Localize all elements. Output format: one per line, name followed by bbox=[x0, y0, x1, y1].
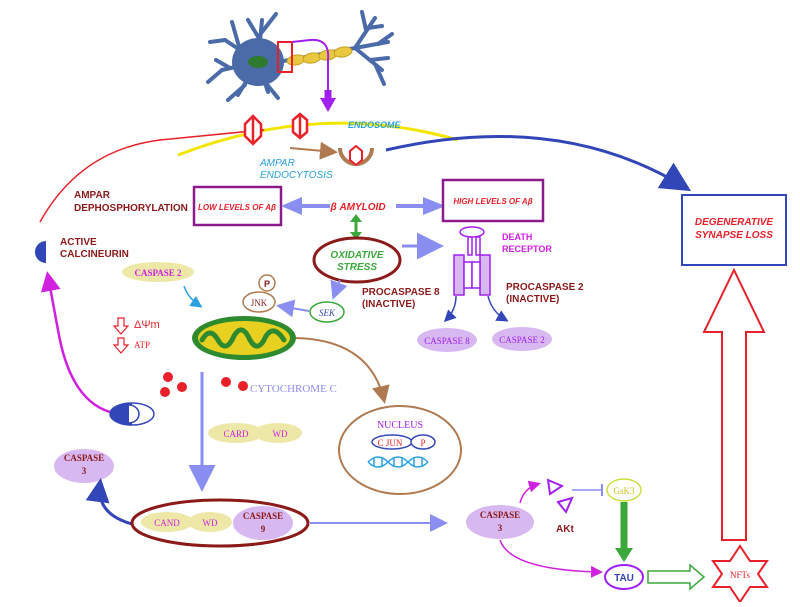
low-levels-box bbox=[192, 185, 283, 227]
caspase2-top-label: CASPASE 2 bbox=[134, 268, 182, 278]
nucleus-node bbox=[338, 405, 462, 495]
caspase9-node bbox=[233, 506, 293, 540]
sek-node bbox=[309, 301, 345, 323]
nucleus-p-label: P bbox=[420, 438, 425, 448]
atp-label: ATP bbox=[134, 340, 150, 350]
procaspase2-label-1: PROCASPASE 2 bbox=[506, 282, 584, 293]
procaspase2-label-2: (INACTIVE) bbox=[506, 294, 559, 305]
wd-node bbox=[254, 423, 302, 443]
sek-to-jnk-arrow bbox=[276, 299, 310, 318]
beta-amyloid-label: β AMYLOID bbox=[329, 202, 385, 213]
membrane bbox=[177, 121, 459, 157]
ampar-dephos-label-1: AMPAR bbox=[74, 190, 111, 201]
dephosphorylation-arrow bbox=[39, 124, 265, 223]
cytochrome-c-label: CYTOCHROME C bbox=[250, 383, 337, 395]
tau-to-nfts-arrow bbox=[647, 563, 706, 591]
caspase3-left-node bbox=[54, 449, 114, 483]
tau-label: TAU bbox=[614, 573, 634, 584]
procaspase8-arrow bbox=[443, 295, 457, 323]
caspase3-right-node bbox=[466, 505, 534, 539]
stress-to-sek-arrow bbox=[330, 279, 348, 300]
caspase3-left-label-1: CASPASE bbox=[64, 453, 104, 463]
endosome-label: ENDOSOME bbox=[348, 120, 402, 130]
tau-node bbox=[604, 564, 644, 590]
degenerative-label-1: DEGENERATIVE bbox=[695, 217, 773, 228]
gsk3-node bbox=[606, 478, 642, 502]
caspase2-label: CASPASE 2 bbox=[499, 335, 544, 345]
nfts-label: NFTs bbox=[730, 570, 750, 580]
endosome-icon bbox=[338, 144, 374, 167]
dna-icon bbox=[367, 456, 429, 468]
wd2-label: WD bbox=[203, 518, 218, 528]
arrow-to-low-levels bbox=[280, 196, 330, 216]
arrow-to-high-levels bbox=[396, 197, 446, 215]
oxidative-stress-node bbox=[312, 236, 402, 284]
procaspase2-arrow bbox=[487, 295, 509, 322]
caspase2-to-mito-arrow bbox=[183, 285, 203, 308]
cytochrome-dots bbox=[160, 372, 248, 397]
high-levels-label: HIGH LEVELS OF Aβ bbox=[453, 197, 532, 206]
card-node bbox=[208, 423, 264, 443]
caspase3-to-akt-arrow bbox=[519, 480, 541, 504]
down-arrow-icon bbox=[112, 337, 130, 354]
c-jun-label: C JUN bbox=[378, 438, 403, 448]
high-levels-box bbox=[441, 178, 545, 223]
low-levels-label: LOW LEVELS OF Aβ bbox=[198, 203, 276, 212]
apoptosome-to-caspase3-arrow bbox=[85, 478, 133, 526]
active-calcineurin-label-2: CALCINEURIN bbox=[60, 249, 129, 260]
akt-label: AKt bbox=[556, 524, 574, 535]
calcineurin-icon bbox=[109, 402, 155, 426]
gsk3-label: GsK3 bbox=[613, 486, 635, 496]
ampar-dephos-label-2: DEPHOSPHORYLATION bbox=[74, 203, 188, 214]
endocytosis-arrow bbox=[289, 141, 338, 160]
caspase2-top-node bbox=[122, 262, 194, 282]
p-node bbox=[258, 274, 276, 292]
mitochondrion-icon bbox=[192, 316, 296, 360]
ampar-receptor-icon bbox=[243, 112, 309, 146]
caspase2-node bbox=[492, 327, 552, 351]
ampar-endocytosis-label-1: AMPAR bbox=[259, 158, 295, 169]
neuron-icon bbox=[206, 10, 394, 112]
caspase8-label: CASPASE 8 bbox=[424, 336, 470, 346]
caspase3-to-tau-arrow bbox=[499, 539, 603, 578]
procaspase8-label-1: PROCASPASE 8 bbox=[362, 287, 440, 298]
degenerative-label-2: SYNAPSE LOSS bbox=[695, 230, 773, 241]
upward-hollow-arrow bbox=[702, 267, 766, 541]
jnk-label: JNK bbox=[251, 298, 268, 308]
active-calcineurin-label-1: ACTIVE bbox=[60, 237, 97, 248]
death-receptor-icon bbox=[453, 226, 491, 296]
death-receptor-label-1: DEATH bbox=[502, 232, 532, 242]
procaspase8-label-2: (INACTIVE) bbox=[362, 299, 415, 310]
psi-m-label: ΔΨm bbox=[134, 319, 160, 331]
oxidative-label-1: OXIDATIVE bbox=[330, 250, 383, 261]
caspase3-right-label-2: 3 bbox=[498, 523, 503, 533]
calcineurin-activation-arrow bbox=[40, 271, 111, 414]
caspase3-left-label-2: 3 bbox=[82, 466, 87, 476]
caspase9-label-2: 9 bbox=[261, 524, 266, 534]
cand-node bbox=[141, 512, 193, 532]
wd-label: WD bbox=[273, 429, 288, 439]
death-receptor-label-2: RECEPTOR bbox=[502, 244, 552, 254]
jnk-node bbox=[242, 291, 276, 313]
down-arrow-icon bbox=[112, 317, 130, 335]
mito-to-nucleus-arrow bbox=[295, 337, 390, 404]
nucleus-label: NUCLEUS bbox=[377, 420, 423, 431]
nucleus-p-node bbox=[410, 434, 436, 450]
p-label: P bbox=[264, 279, 270, 289]
card-label: CARD bbox=[223, 429, 249, 439]
degenerative-box bbox=[681, 194, 787, 266]
ampar-endocytosis-label-2: ENDOCYTOSIS bbox=[260, 170, 333, 181]
calcineurin-icon bbox=[35, 241, 47, 263]
wd2-node bbox=[188, 512, 232, 532]
caspase8-node bbox=[417, 328, 477, 352]
sek-label: SEK bbox=[319, 308, 336, 318]
oxidative-label-2: STRESS bbox=[337, 262, 377, 273]
synapse-loss-arrow bbox=[385, 134, 692, 192]
caspase9-label-1: CASPASE bbox=[243, 511, 283, 521]
caspase3-right-label-1: CASPASE bbox=[480, 510, 520, 520]
akt-icon bbox=[546, 478, 574, 514]
cand-label: CAND bbox=[154, 518, 180, 528]
